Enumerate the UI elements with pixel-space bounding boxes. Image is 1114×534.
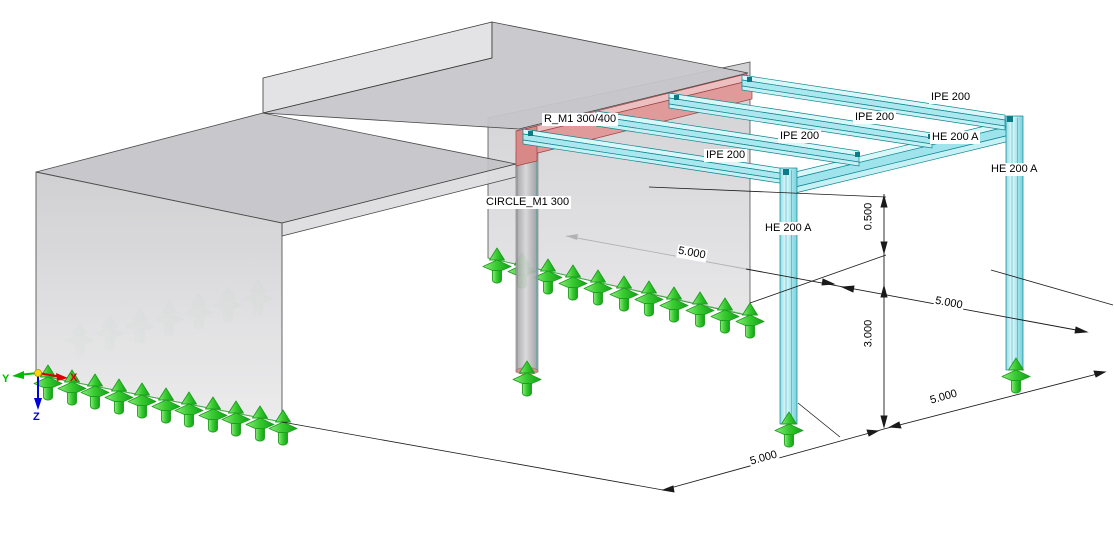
hidden-dimension-segment xyxy=(565,234,747,270)
axis-z-label: Z xyxy=(33,411,40,423)
label-purlin-3: IPE 200 xyxy=(853,111,897,124)
axis-y-label: Y xyxy=(2,373,10,385)
left-column-support[interactable] xyxy=(774,411,804,448)
dimension-height: 3.000 xyxy=(862,318,876,349)
label-purlin-2: IPE 200 xyxy=(778,130,822,143)
label-circular-column: CIRCLE_M1 300 xyxy=(484,196,572,209)
label-frame-edge-beam: HE 200 A xyxy=(930,131,981,144)
label-frame-right-column: HE 200 A xyxy=(989,163,1040,176)
coordinate-triad xyxy=(12,369,68,410)
label-purlin-1: IPE 200 xyxy=(704,149,748,162)
axis-x-label: X xyxy=(70,372,78,384)
label-frame-left-column: HE 200 A xyxy=(763,222,814,235)
column-he200a-left[interactable] xyxy=(779,167,798,425)
purlin-ipe200-4[interactable] xyxy=(741,74,1006,131)
circular-column-member[interactable] xyxy=(515,151,539,375)
label-concrete-edge-beam: R_M1 300/400 xyxy=(542,113,619,126)
column-he200a-right[interactable] xyxy=(1005,115,1024,371)
purlin-ipe200-3[interactable] xyxy=(668,92,933,149)
dimension-lines xyxy=(281,186,1114,493)
purlin-ipe200-2[interactable] xyxy=(595,110,860,167)
label-purlin-4: IPE 200 xyxy=(929,91,973,104)
origin-node xyxy=(34,369,42,377)
upper-slab-top-surface[interactable] xyxy=(262,21,749,130)
dimension-offset: 0.500 xyxy=(862,201,876,232)
